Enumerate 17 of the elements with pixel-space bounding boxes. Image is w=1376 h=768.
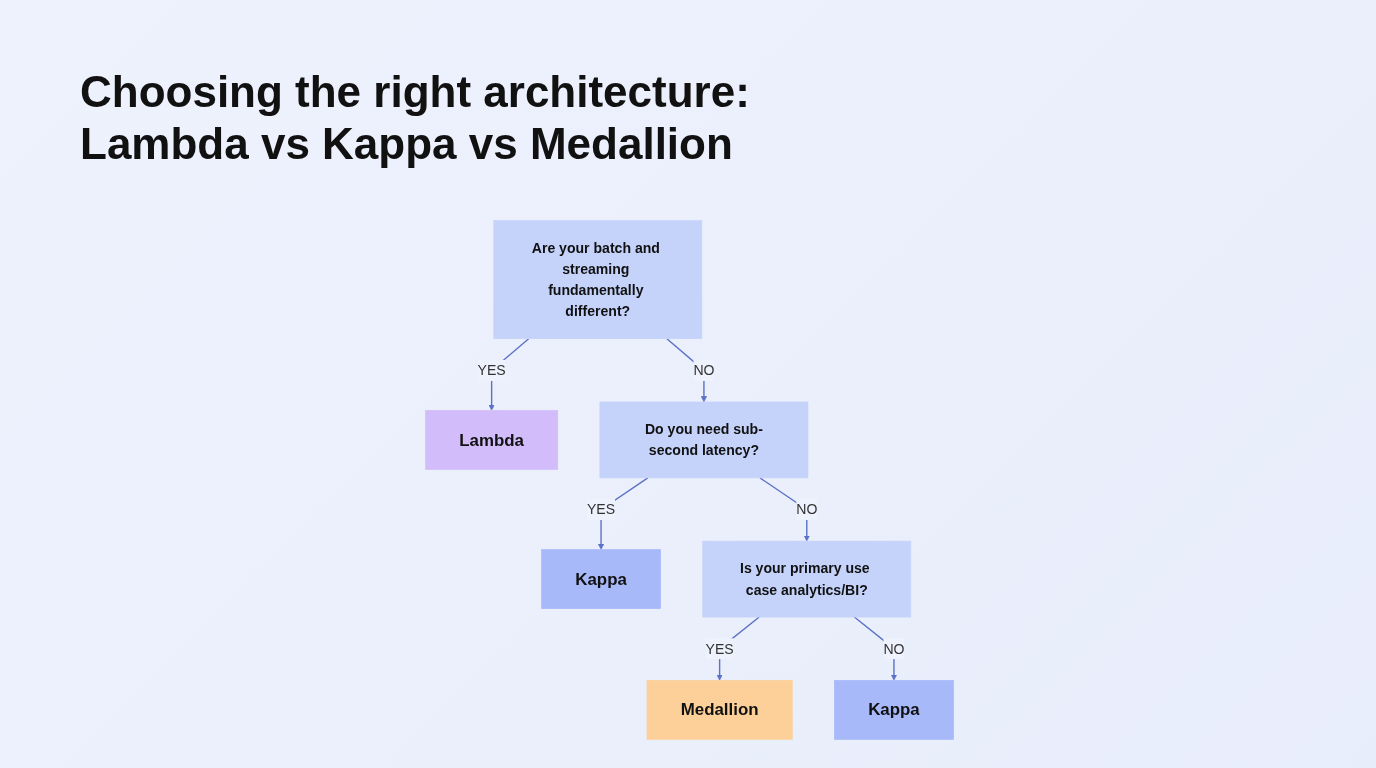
arrow xyxy=(759,477,811,542)
arrow xyxy=(854,616,898,681)
edge-label: YES xyxy=(706,640,735,657)
node-box: Lambda xyxy=(425,410,559,470)
node-box: Is your primary use case analytics/BI? xyxy=(702,540,912,618)
edge-label: NO xyxy=(796,501,818,518)
node-box: Are your batch and streaming fundamentally different? xyxy=(493,220,703,340)
node-box: Kappa xyxy=(834,680,955,740)
arrow xyxy=(666,338,708,403)
edge-label: NO xyxy=(883,640,905,657)
diagram-title: Choosing the right architecture: Lambda vs Kappa vs Medallion xyxy=(80,66,751,170)
edge-label: YES xyxy=(587,501,616,518)
node-box: Do you need sub-second latency? xyxy=(600,401,809,479)
node-box: Medallion xyxy=(647,680,794,740)
node-box: Kappa xyxy=(541,549,662,609)
edge-label: YES xyxy=(478,362,507,379)
edge-label: NO xyxy=(693,362,715,379)
